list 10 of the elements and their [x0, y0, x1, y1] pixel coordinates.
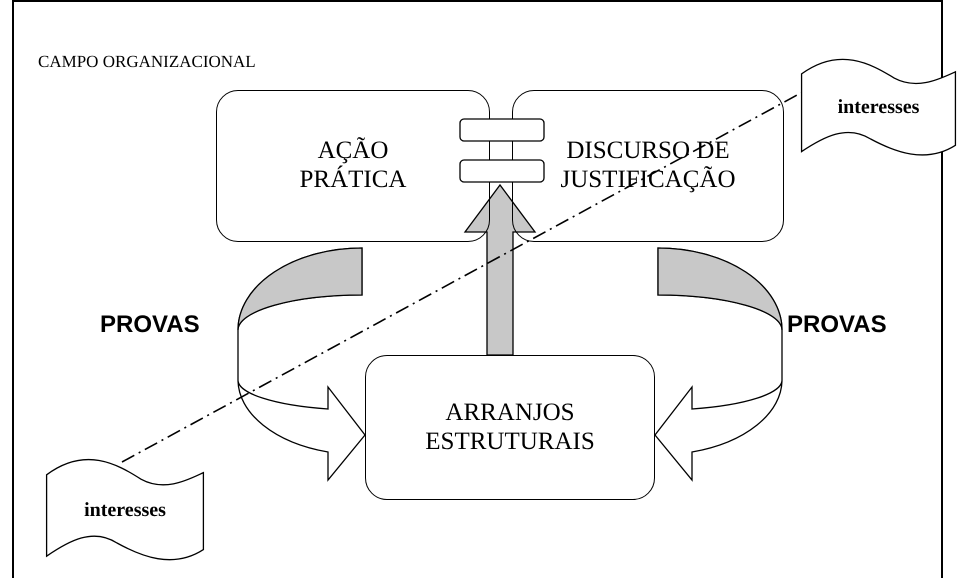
frame-title: CAMPO ORGANIZACIONAL: [38, 52, 256, 72]
box-label: AÇÃO PRÁTICA: [298, 137, 408, 195]
rounded-box: [216, 90, 490, 242]
box-label: DISCURSO DE JUSTIFICAÇÃO: [559, 137, 737, 195]
box-label: ARRANJOS ESTRUTURAIS: [424, 398, 596, 456]
flag-label: interesses: [84, 498, 166, 522]
block-arrow: [464, 184, 536, 356]
flag-label: interesses: [838, 96, 920, 119]
rounded-box: [365, 355, 655, 500]
rounded-box: [512, 90, 784, 242]
